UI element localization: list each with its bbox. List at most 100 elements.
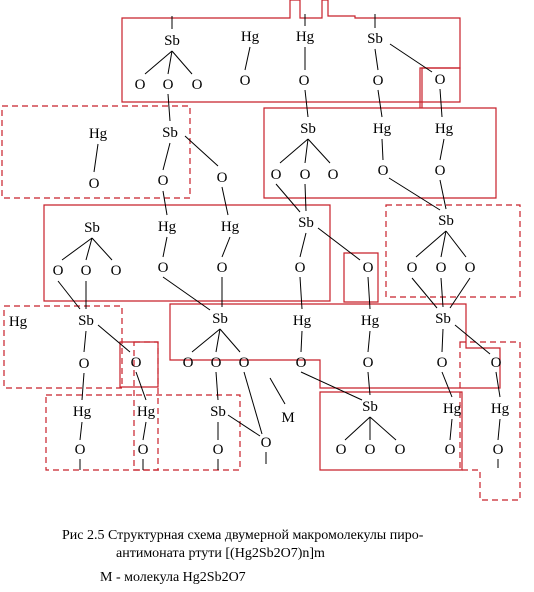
bond-line <box>162 276 211 311</box>
atom-hg-label: Hg <box>443 401 462 417</box>
bond-line <box>439 138 445 161</box>
atom-hg-label: Hg <box>158 219 177 235</box>
atom-o-label: O <box>158 173 169 189</box>
atom-o-label: O <box>240 73 251 89</box>
caption-line-1: Рис 2.5 Структурная схема двумерной макр… <box>62 528 424 543</box>
atom-o-label: O <box>395 442 406 458</box>
atom-o-label: O <box>373 73 384 89</box>
bond-line <box>215 371 219 401</box>
molecule-frame-6 <box>343 252 379 303</box>
bond-line <box>454 324 491 355</box>
bond-line <box>244 46 251 71</box>
bond-line <box>97 324 131 353</box>
atom-sb-label: Sb <box>298 215 314 231</box>
atom-o-label: O <box>158 260 169 276</box>
molecule-frame-4 <box>43 204 331 302</box>
atom-o-label: O <box>183 355 194 371</box>
bond-line <box>184 135 219 167</box>
bond-line <box>81 372 85 401</box>
bond-line <box>167 50 173 75</box>
atom-o-label: O <box>445 442 456 458</box>
molecule-frame-7 <box>3 305 123 389</box>
bond-line <box>299 276 303 310</box>
atom-o-label: O <box>79 356 90 372</box>
bond-line <box>440 230 447 258</box>
atom-o-label: O <box>135 77 146 93</box>
bond-line <box>367 330 371 353</box>
atom-o-label: O <box>296 355 307 371</box>
molecule-frame-13 <box>133 341 159 471</box>
bond-line <box>85 237 93 261</box>
bond-line <box>135 371 147 401</box>
molecule-marker-label: M <box>281 410 294 426</box>
bond-line <box>439 179 447 210</box>
atom-o-label: O <box>491 355 502 371</box>
atom-o-label: O <box>465 260 476 276</box>
bond-line <box>221 186 229 216</box>
molecule-frame-1 <box>121 0 461 103</box>
atom-sb-label: Sb <box>210 404 226 420</box>
bond-line <box>219 328 241 353</box>
bond-line <box>300 330 303 353</box>
molecule-frame-3 <box>263 67 497 199</box>
atom-hg-label: Hg <box>373 121 392 137</box>
atom-o-label: O <box>75 442 86 458</box>
bond-line <box>279 138 309 164</box>
atom-sb-label: Sb <box>78 313 94 329</box>
bond-line <box>317 227 361 261</box>
bond-line <box>243 371 263 435</box>
bond-line <box>367 276 371 310</box>
bond-line <box>441 371 453 398</box>
bond-line <box>269 377 286 405</box>
bond-line <box>304 183 307 212</box>
bond-line <box>227 414 261 437</box>
atom-sb-label: Sb <box>212 311 228 327</box>
atom-sb-label: Sb <box>300 121 316 137</box>
bond-line <box>191 328 221 353</box>
bond-line <box>83 330 87 353</box>
bond-line <box>162 190 168 216</box>
molecule-frame-12 <box>459 341 521 501</box>
bond-line <box>411 277 438 309</box>
bond-line <box>57 280 81 310</box>
atom-o-label: O <box>363 260 374 276</box>
bond-line <box>307 138 331 164</box>
bond-line <box>79 421 83 441</box>
atom-o-label: O <box>436 260 447 276</box>
atom-o-label: O <box>493 442 504 458</box>
atom-sb-label: Sb <box>164 33 180 49</box>
bond-line <box>142 421 147 441</box>
atom-o-label: O <box>378 163 389 179</box>
atom-sb-label: Sb <box>367 31 383 47</box>
atom-hg-label: Hg <box>9 314 28 330</box>
atom-o-label: O <box>217 170 228 186</box>
atom-o-label: O <box>239 355 250 371</box>
bond-line <box>144 50 173 75</box>
bond-line <box>61 237 93 261</box>
atom-o-label: O <box>131 355 142 371</box>
atom-sb-label: Sb <box>362 399 378 415</box>
atom-o-label: O <box>217 260 228 276</box>
atom-o-label: O <box>435 163 446 179</box>
bond-line <box>167 93 171 122</box>
bond-line <box>381 138 384 161</box>
bond-line <box>367 371 371 396</box>
atom-hg-label: Hg <box>137 404 156 420</box>
bond-line <box>440 277 444 308</box>
molecule-frame-11 <box>319 391 463 471</box>
bond-line <box>171 50 193 75</box>
bond-line <box>91 237 113 261</box>
bond-line <box>300 371 363 401</box>
atom-o-label: O <box>111 263 122 279</box>
atom-o-label: O <box>138 442 149 458</box>
bond-line <box>497 418 501 441</box>
atom-o-label: O <box>300 167 311 183</box>
atom-hg-label: Hg <box>241 29 260 45</box>
atom-sb-label: Sb <box>84 220 100 236</box>
atom-o-label: O <box>261 435 272 451</box>
molecule-frame-9 <box>169 303 501 389</box>
bond-line <box>449 418 453 441</box>
bond-line <box>299 232 307 258</box>
bond-line <box>374 48 379 71</box>
